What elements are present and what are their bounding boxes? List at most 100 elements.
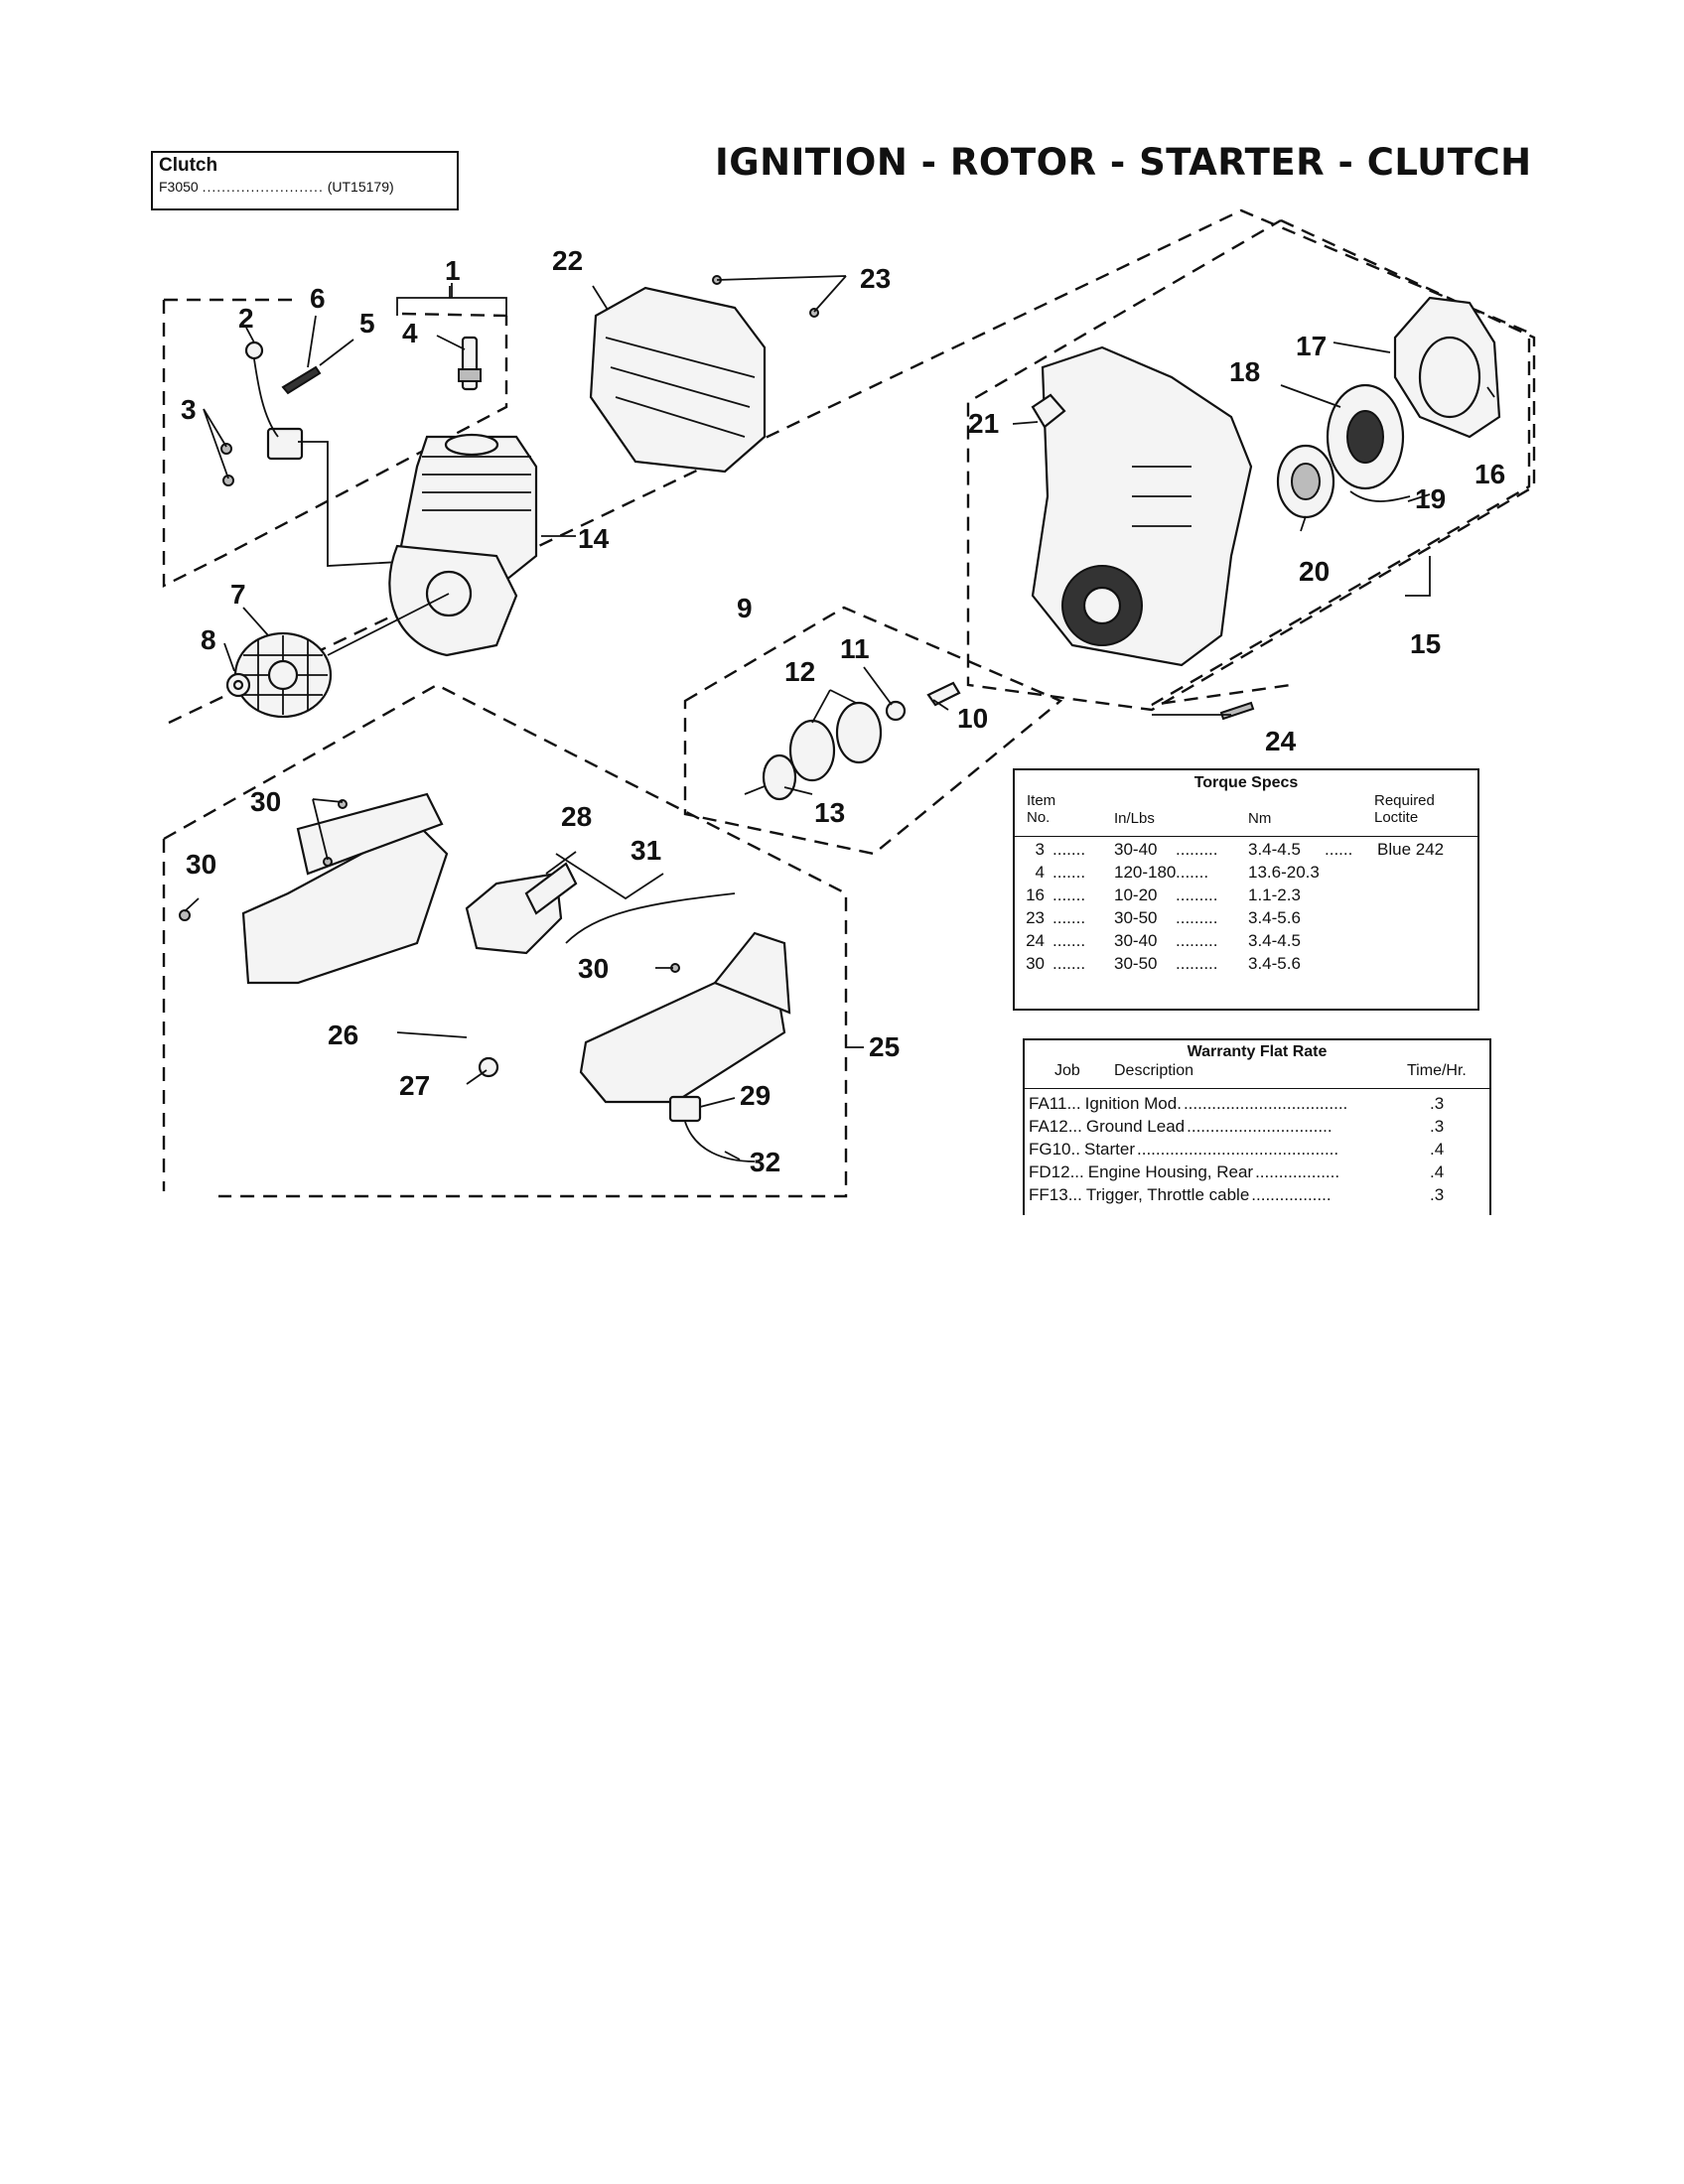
throttle-cable [565, 892, 736, 944]
ignition-group-boundary [162, 298, 508, 588]
warranty-row: FD12...Engine Housing, Rear.............… [1025, 1162, 1489, 1184]
clutch-washer [885, 700, 907, 722]
warranty-job-cell: FD12...Engine Housing, Rear.............… [1029, 1162, 1339, 1182]
torque-cell-nm: 3.4-5.6 [1248, 908, 1301, 927]
torque-cell-d3: ...... [1325, 840, 1353, 859]
engine-cylinder [327, 433, 538, 657]
model-code: (UT15179) [327, 179, 394, 195]
callout-4: 4 [402, 318, 418, 348]
callout-14: 14 [578, 523, 610, 554]
hdr-item-line2: No. [1027, 809, 1051, 826]
hdr-description: Description [1114, 1062, 1194, 1079]
screw-3b [222, 475, 234, 486]
page-title: IGNITION - ROTOR - STARTER - CLUTCH [715, 141, 1532, 184]
callout-24: 24 [1265, 726, 1297, 756]
torque-cell-item: 16 [1026, 886, 1045, 904]
clutch-shoes [788, 701, 883, 782]
hdr-loctite: Required Loctite [1374, 792, 1435, 826]
warranty-job: FF13 [1029, 1185, 1068, 1204]
hdr-nm: Nm [1248, 810, 1272, 827]
torque-row: 16.......10-20.........1.1-2.3 [1015, 886, 1477, 907]
callout-2: 2 [238, 303, 254, 334]
callout-20: 20 [1299, 556, 1330, 587]
warranty-leader: ................. [1251, 1185, 1332, 1204]
rotor-housing-boundary [168, 208, 1531, 725]
switch-wire [684, 1121, 756, 1162]
flywheel-rotor [233, 631, 333, 719]
callout-29: 29 [740, 1080, 771, 1111]
torque-row: 3.......30-40.........3.4-4.5......Blue … [1015, 840, 1477, 862]
ignition-module [220, 341, 418, 567]
torque-row: 23.......30-50.........3.4-5.6 [1015, 908, 1477, 930]
starter-rope [1349, 490, 1411, 502]
handle-half-left [241, 822, 449, 985]
screw-3a [220, 443, 232, 455]
hdr-loctite-line1: Required [1374, 792, 1435, 809]
warranty-job-cell: FA12...Ground Lead......................… [1029, 1117, 1333, 1137]
callout-19: 19 [1415, 483, 1446, 514]
torque-row: 30.......30-50.........3.4-5.6 [1015, 954, 1477, 976]
clutch-hub-shaft [744, 785, 766, 795]
callout-8: 8 [201, 624, 216, 655]
hdr-job: Job [1054, 1062, 1080, 1079]
torque-title: Torque Specs [1193, 774, 1299, 791]
torque-cell-d2: ......... [1176, 886, 1218, 904]
housing-screw [1219, 701, 1255, 721]
warranty-sep: ... [1069, 1162, 1084, 1181]
callout-3: 3 [181, 394, 197, 425]
warranty-leader: ................................... [1183, 1094, 1348, 1113]
hdr-item-line1: Item [1027, 792, 1056, 809]
handle-group-boundary [162, 683, 848, 1198]
callout-31: 31 [631, 835, 661, 866]
warranty-job-cell: FA11...Ignition Mod.....................… [1029, 1094, 1347, 1114]
callout-12: 12 [784, 656, 815, 687]
warranty-description: Starter [1083, 1140, 1136, 1159]
handle-grip-top [713, 931, 791, 1015]
torque-cell-nm: 3.4-4.5 [1248, 840, 1301, 859]
warranty-leader: ............................... [1187, 1117, 1333, 1136]
torque-cell-d1: ....... [1052, 931, 1086, 950]
warranty-sep: ... [1067, 1185, 1082, 1204]
torque-cell-loctite: Blue 242 [1377, 840, 1445, 859]
spark-plug-boss [444, 433, 499, 457]
warranty-time: .3 [1430, 1117, 1445, 1136]
warranty-time: .3 [1430, 1094, 1445, 1113]
callout-23: 23 [860, 263, 891, 294]
cover-ribs [605, 337, 756, 438]
nut-hole [232, 679, 244, 691]
callout-32: 32 [750, 1147, 780, 1177]
torque-cell-d2: ......... [1176, 840, 1218, 859]
housing-ribs [1132, 466, 1192, 527]
warranty-title: Warranty Flat Rate [1187, 1043, 1328, 1060]
flywheel-nut [225, 672, 251, 698]
torque-cell-inlbs: 30-50 [1114, 954, 1158, 973]
torque-cell-inlbs: 30-50 [1114, 908, 1158, 927]
torque-header-rule [1015, 836, 1477, 837]
switch-body [668, 1095, 702, 1123]
ignition-wire [298, 441, 418, 567]
callout-22: 22 [552, 245, 583, 276]
warranty-leader: .................. [1255, 1162, 1340, 1181]
callout-30-left: 30 [186, 849, 216, 880]
callout-30-right: 30 [578, 953, 609, 984]
torque-cell-d1: ....... [1052, 908, 1086, 927]
engine-cover [589, 286, 767, 474]
cover-body [589, 286, 767, 474]
spark-lead-wire [281, 365, 322, 395]
rear-engine-housing [1031, 345, 1253, 667]
spring-coil [1291, 463, 1321, 500]
spark-plug [458, 336, 482, 391]
warranty-time: .3 [1430, 1185, 1445, 1204]
warranty-description: Trigger, Throttle cable [1085, 1185, 1250, 1204]
torque-cell-d1: ....... [1052, 886, 1086, 904]
callout-26: 26 [328, 1020, 358, 1050]
model-number: F3050 [159, 179, 199, 195]
torque-cell-item: 30 [1026, 954, 1045, 973]
handle-housing [241, 792, 449, 985]
callout-5: 5 [359, 308, 375, 339]
housing-bore [1082, 586, 1122, 625]
starter-cover [1393, 296, 1501, 439]
section-category: Clutch [159, 155, 218, 176]
callout-labels: 1 2 3 4 5 6 7 8 9 10 11 12 13 14 15 16 1… [181, 245, 1505, 1177]
callout-16: 16 [1474, 459, 1505, 489]
